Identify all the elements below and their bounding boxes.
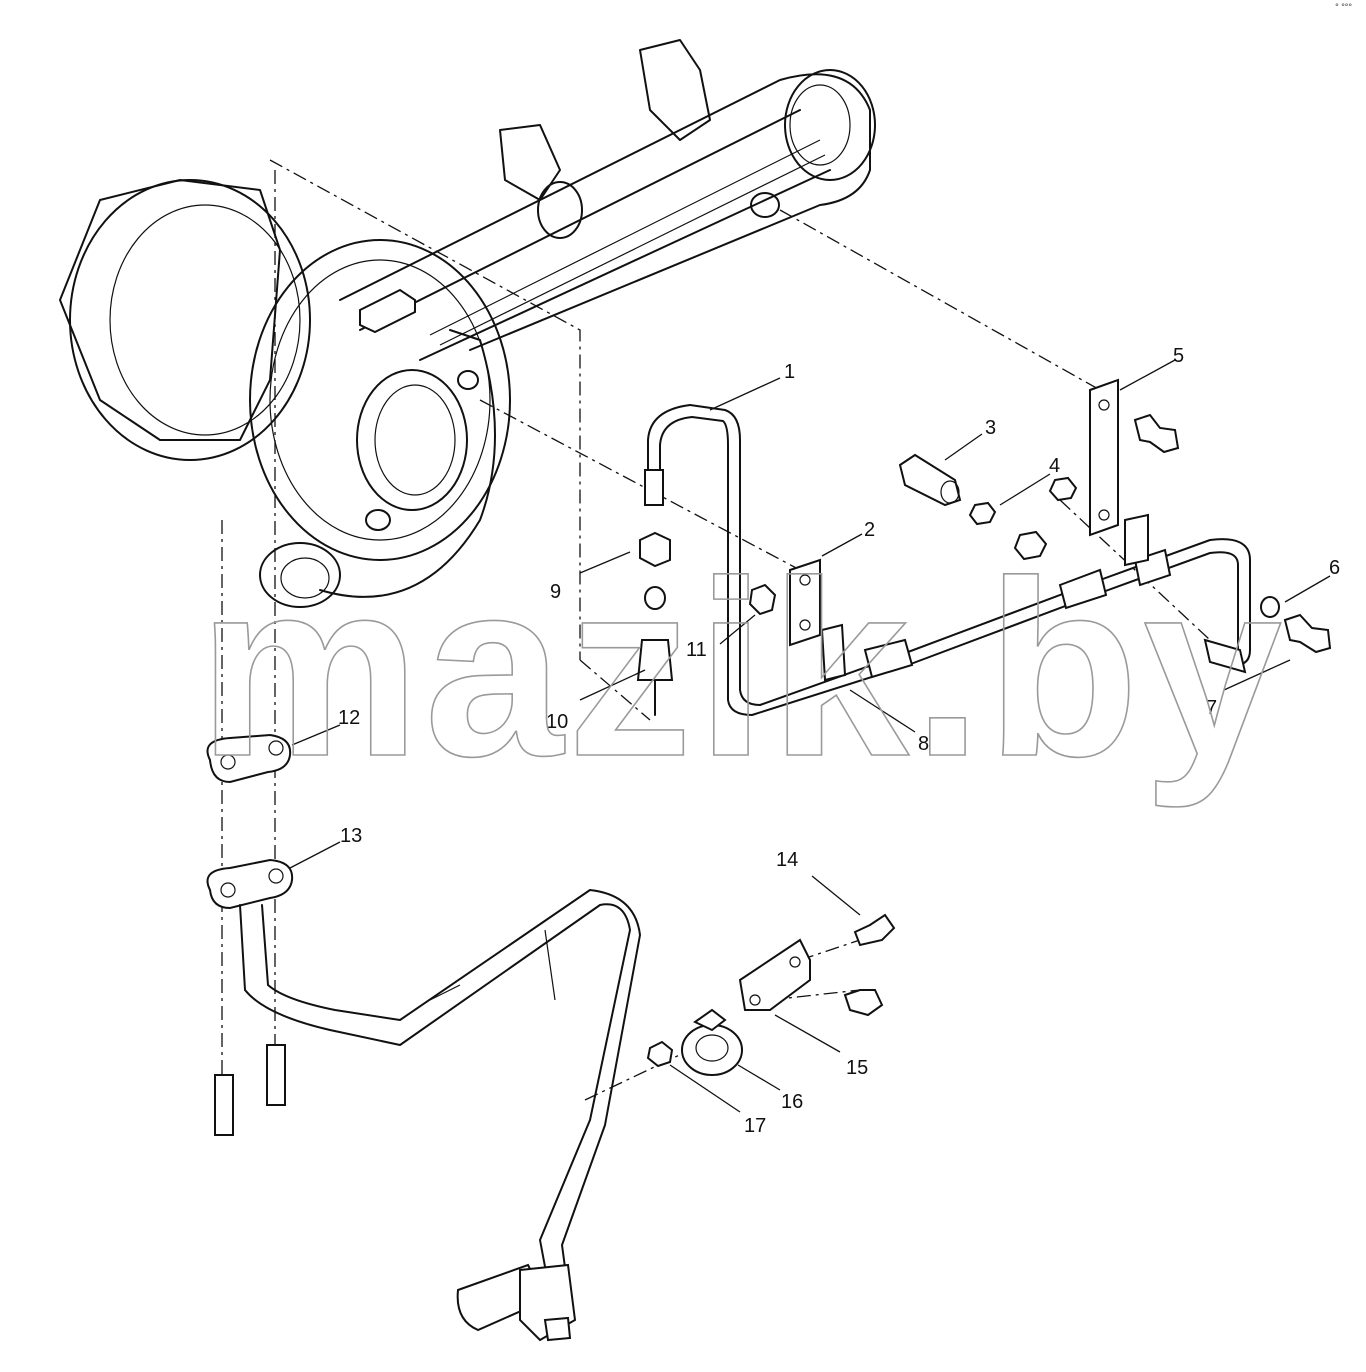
washer: [1260, 596, 1280, 618]
watermark-text: mazik.by: [198, 529, 1286, 808]
oil-supply-tube: [644, 404, 1251, 716]
callout-1: 1: [784, 361, 795, 383]
callout-11: 11: [686, 639, 707, 661]
adapter-fitting: [898, 453, 962, 507]
bolt: [1283, 613, 1332, 654]
nut: [639, 531, 671, 568]
bolt: [1133, 413, 1180, 454]
mounting-bracket: [1089, 378, 1119, 537]
turbocharger-assembly: [59, 39, 876, 608]
stud: [266, 1044, 286, 1106]
callout-5: 5: [1173, 345, 1184, 367]
nut: [968, 501, 997, 526]
bolt: [748, 583, 777, 616]
leader-lines: [289, 359, 1331, 1113]
callout-2: 2: [864, 519, 875, 541]
gasket-lower: [206, 858, 294, 910]
nut: [646, 1040, 674, 1068]
callout-16: 16: [781, 1091, 803, 1113]
callout-13: 13: [340, 825, 362, 847]
bolt: [853, 913, 896, 947]
oil-drain-hose: [239, 889, 641, 1342]
nut: [1048, 476, 1078, 502]
callout-17: 17: [744, 1115, 766, 1137]
callout-3: 3: [985, 417, 996, 439]
hose-clamp: [681, 1024, 743, 1076]
bolt: [843, 989, 884, 1017]
alignment-lines: [221, 159, 1211, 1101]
callout-15: 15: [846, 1057, 868, 1079]
callout-14: 14: [776, 849, 798, 871]
nut: [1013, 530, 1048, 561]
union-fitting: [636, 639, 674, 681]
clamp-bracket: [789, 558, 821, 647]
callout-7: 7: [1206, 697, 1217, 719]
callout-8: 8: [918, 733, 929, 755]
callout-12: 12: [338, 707, 360, 729]
callout-10: 10: [546, 711, 568, 733]
callout-4: 4: [1049, 455, 1060, 477]
corner-mark: ° °°°: [1335, 2, 1352, 12]
olive-ring: [644, 586, 666, 610]
callout-6: 6: [1329, 557, 1340, 579]
stud: [214, 1074, 234, 1136]
callout-9: 9: [550, 581, 561, 603]
callout-labels: 1 2 3 4 5 6 7 8 9 10 11 12 13 14 15 16 1…: [338, 345, 1340, 1137]
